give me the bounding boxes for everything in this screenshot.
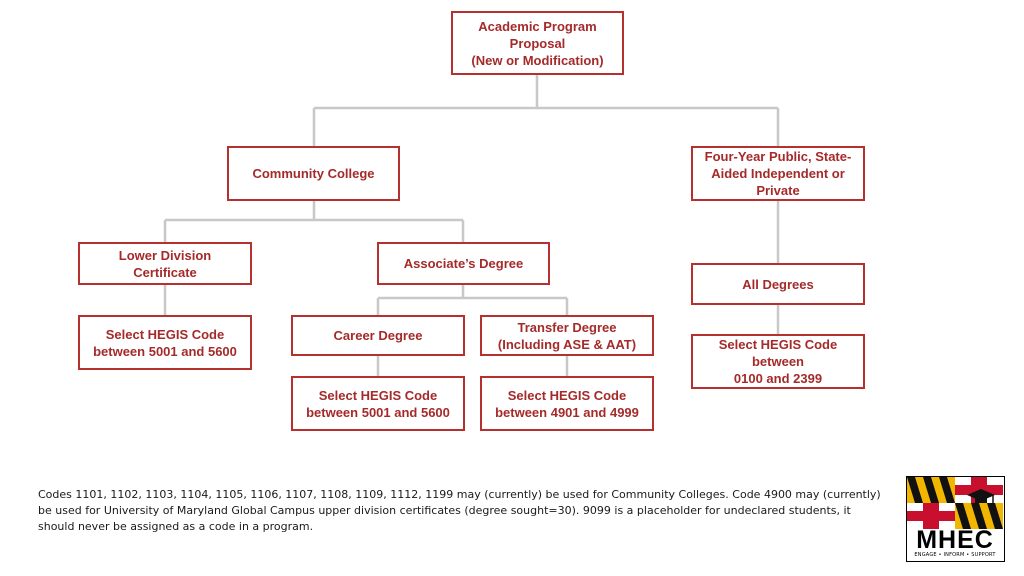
maryland-flag-icon	[907, 477, 1003, 529]
node-lower-division-certificate: Lower Division Certificate	[78, 242, 252, 285]
logo-tagline: ENGAGE • INFORM • SUPPORT	[914, 552, 996, 558]
connector-assoc-to-level3	[376, 285, 569, 315]
node-hegis-career: Select HEGIS Code between 5001 and 5600	[291, 376, 465, 431]
node-hegis-lower-division: Select HEGIS Code between 5001 and 5600	[78, 315, 252, 370]
logo-wordmark: MHEC	[916, 526, 994, 554]
node-transfer-degree: Transfer Degree (Including ASE & AAT)	[480, 315, 654, 356]
connector-root-to-level1	[312, 75, 780, 146]
node-hegis-all-degrees: Select HEGIS Code between 0100 and 2399	[691, 334, 865, 389]
node-academic-program-proposal: Academic Program Proposal (New or Modifi…	[451, 11, 624, 75]
node-community-college: Community College	[227, 146, 400, 201]
mhec-logo: MHEC ENGAGE • INFORM • SUPPORT	[906, 476, 1005, 562]
node-career-degree: Career Degree	[291, 315, 465, 356]
node-hegis-transfer: Select HEGIS Code between 4901 and 4999	[480, 376, 654, 431]
node-four-year-institution: Four-Year Public, State- Aided Independe…	[691, 146, 865, 201]
connector-cc-to-level2	[163, 201, 465, 242]
footnote-text: Codes 1101, 1102, 1103, 1104, 1105, 1106…	[38, 488, 881, 533]
node-associates-degree: Associate’s Degree	[377, 242, 550, 285]
node-all-degrees: All Degrees	[691, 263, 865, 305]
